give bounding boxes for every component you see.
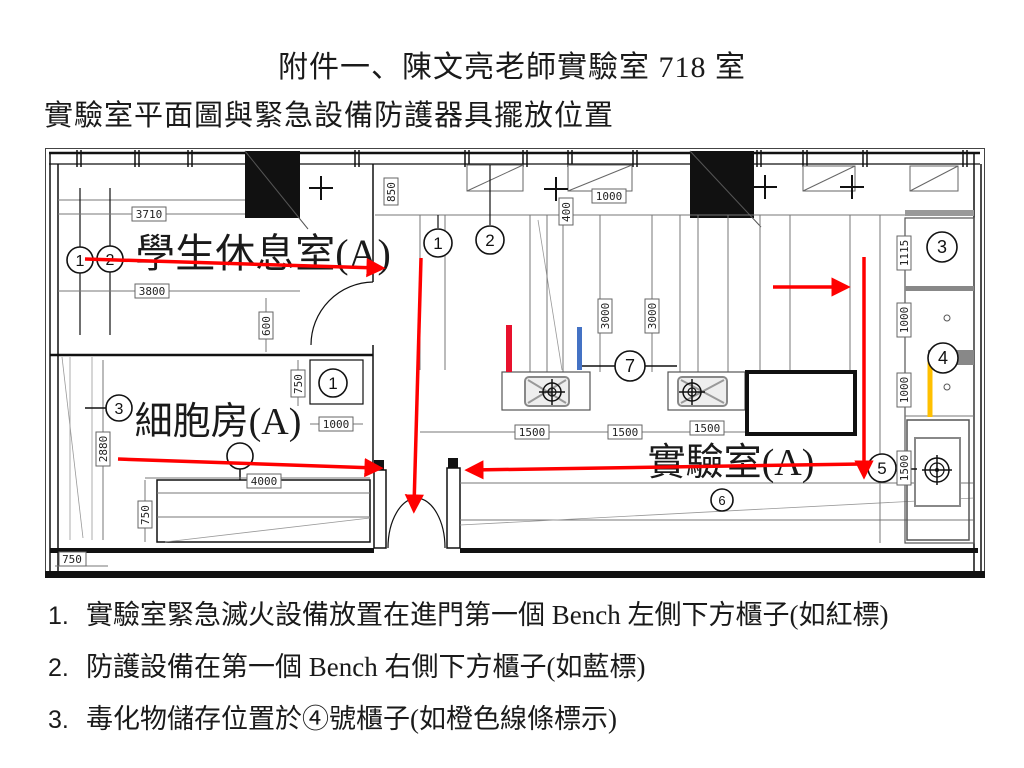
note-number: 1. — [48, 602, 69, 630]
svg-text:3: 3 — [937, 237, 947, 257]
dim-4000: 4000 — [246, 473, 282, 489]
svg-text:7: 7 — [625, 356, 635, 376]
svg-text:400: 400 — [560, 202, 573, 222]
svg-text:750: 750 — [62, 553, 82, 566]
note-item-3: 3. 毒化物儲存位置於④號櫃子(如橙色線條標示) — [48, 702, 998, 737]
note-text: 毒化物儲存位置於④號櫃子(如橙色線條標示) — [86, 704, 617, 735]
room-label-lab: 實驗室(A) — [648, 442, 815, 484]
fume-hood — [745, 370, 857, 436]
svg-text:3000: 3000 — [599, 303, 612, 330]
floorplan-figure: 學生休息室(A) 細胞房(A) 實驗室(A) 1 2 3 1 1 2 7 3 4… — [45, 148, 985, 578]
route-arrow-cellroom — [117, 457, 384, 478]
dim-600: 600 — [258, 311, 274, 340]
svg-text:850: 850 — [385, 182, 398, 202]
svg-text:1500: 1500 — [898, 455, 911, 482]
notes-list: 1. 實驗室緊急滅火設備放置在進門第一個 Bench 左側下方櫃子(如紅標) 2… — [48, 598, 998, 754]
dim-3000-a: 3000 — [597, 298, 613, 334]
dim-1500-b3: 1500 — [689, 420, 725, 436]
circle-1-lab: 1 — [423, 228, 453, 258]
window-symbols — [466, 164, 959, 192]
page-title: 附件一、陳文亮老師實驗室 718 室 — [278, 51, 746, 84]
building-walls — [49, 150, 982, 571]
svg-text:1: 1 — [433, 234, 442, 253]
dim-1000-top: 1000 — [591, 188, 627, 204]
lab-bench-1 — [501, 371, 591, 411]
dim-2880: 2880 — [95, 431, 111, 467]
fire-equipment-marker — [506, 325, 512, 372]
dim-1500-b1: 1500 — [514, 424, 550, 440]
note-item-2: 2. 防護設備在第一個 Bench 右側下方櫃子(如藍標) — [48, 650, 998, 685]
svg-text:1500: 1500 — [694, 422, 721, 435]
dim-3710: 3710 — [131, 206, 167, 222]
cell-room-bench — [156, 479, 371, 543]
svg-text:2880: 2880 — [97, 436, 110, 463]
dim-850: 850 — [383, 177, 399, 206]
svg-text:1500: 1500 — [612, 426, 639, 439]
svg-text:6: 6 — [718, 493, 725, 508]
column-blocks — [244, 150, 762, 230]
svg-text:1115: 1115 — [898, 240, 911, 267]
svg-text:1: 1 — [76, 253, 85, 270]
note-item-1: 1. 實驗室緊急滅火設備放置在進門第一個 Bench 左側下方櫃子(如紅標) — [48, 598, 998, 633]
dim-750-cell: 750 — [290, 369, 306, 398]
floorplan-svg: 學生休息室(A) 細胞房(A) 實驗室(A) 1 2 3 1 1 2 7 3 4… — [45, 148, 985, 578]
svg-text:3800: 3800 — [139, 285, 166, 298]
circled-numbers: 1 2 3 1 1 2 7 3 4 5 6 — [66, 225, 959, 512]
dim-3000-b: 3000 — [644, 298, 660, 334]
note-number: 2. — [48, 654, 69, 683]
svg-text:4000: 4000 — [251, 475, 278, 488]
svg-text:3710: 3710 — [136, 208, 163, 221]
escape-route-arrows — [84, 257, 874, 514]
svg-text:1500: 1500 — [519, 426, 546, 439]
route-arrow-corridor-down — [404, 257, 424, 514]
route-arrow-restroom — [84, 257, 386, 278]
dim-1000-r1: 1000 — [896, 302, 912, 338]
dim-400: 400 — [558, 197, 574, 226]
room-label-rest: 學生休息室(A) — [135, 231, 391, 276]
dimension-labels-h: 3710 3800 1000 1000 4000 750 1500 1500 1… — [58, 188, 725, 567]
note-text: 實驗室緊急滅火設備放置在進門第一個 Bench 左側下方櫃子(如紅標) — [86, 600, 889, 630]
svg-text:1000: 1000 — [596, 190, 623, 203]
room-label-cell: 細胞房(A) — [135, 401, 302, 443]
circle-3-right: 3 — [926, 231, 958, 263]
circle-1-cell: 1 — [318, 368, 348, 398]
cross-marks — [309, 175, 864, 201]
figure-border-bottom — [45, 571, 985, 578]
dim-750-bottom: 750 — [58, 551, 87, 567]
dim-3800: 3800 — [134, 283, 170, 299]
svg-text:600: 600 — [260, 316, 273, 336]
svg-text:1000: 1000 — [898, 307, 911, 334]
circle-6-lab: 6 — [710, 488, 734, 512]
note-number: 3. — [48, 706, 69, 735]
dim-1000-cell: 1000 — [318, 416, 354, 432]
dim-1000-r2: 1000 — [896, 372, 912, 408]
svg-text:3000: 3000 — [646, 303, 659, 330]
lab-bench-2 — [667, 371, 746, 411]
cell-room-lines — [55, 355, 374, 567]
dimension-labels-v: 600 850 400 1115 1000 1000 1500 2880 750… — [95, 177, 912, 529]
svg-text:4: 4 — [938, 348, 948, 368]
circle-5-right: 5 — [867, 453, 897, 483]
dim-1500-r: 1500 — [896, 450, 912, 486]
circle-3-cell: 3 — [105, 394, 133, 422]
circle-7-lab: 7 — [614, 350, 646, 382]
svg-text:1: 1 — [328, 374, 337, 393]
svg-text:2: 2 — [485, 231, 494, 250]
circle-4-right: 4 — [927, 342, 959, 374]
entrance-door — [373, 458, 461, 549]
svg-text:750: 750 — [292, 374, 305, 394]
dim-1500-b2: 1500 — [607, 424, 643, 440]
protective-equipment-marker — [577, 327, 582, 370]
svg-text:750: 750 — [139, 505, 152, 525]
svg-text:1000: 1000 — [323, 418, 350, 431]
svg-text:3: 3 — [115, 401, 124, 418]
note-text: 防護設備在第一個 Bench 右側下方櫃子(如藍標) — [86, 652, 646, 683]
svg-text:1000: 1000 — [898, 377, 911, 404]
dim-750-bench: 750 — [137, 500, 153, 529]
route-arrow-lab-left — [464, 460, 863, 480]
page-subtitle: 實驗室平面圖與緊急設備防護器具擺放位置 — [44, 100, 615, 132]
dim-1115: 1115 — [896, 235, 912, 271]
circle-2-lab: 2 — [475, 225, 505, 255]
svg-text:5: 5 — [877, 459, 886, 478]
